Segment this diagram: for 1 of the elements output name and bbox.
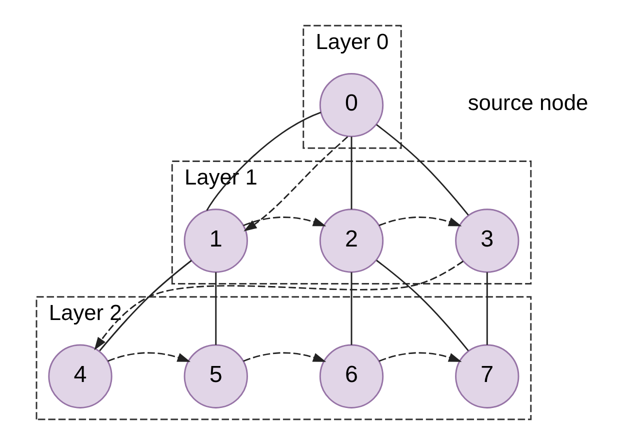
label: source node bbox=[468, 90, 588, 116]
